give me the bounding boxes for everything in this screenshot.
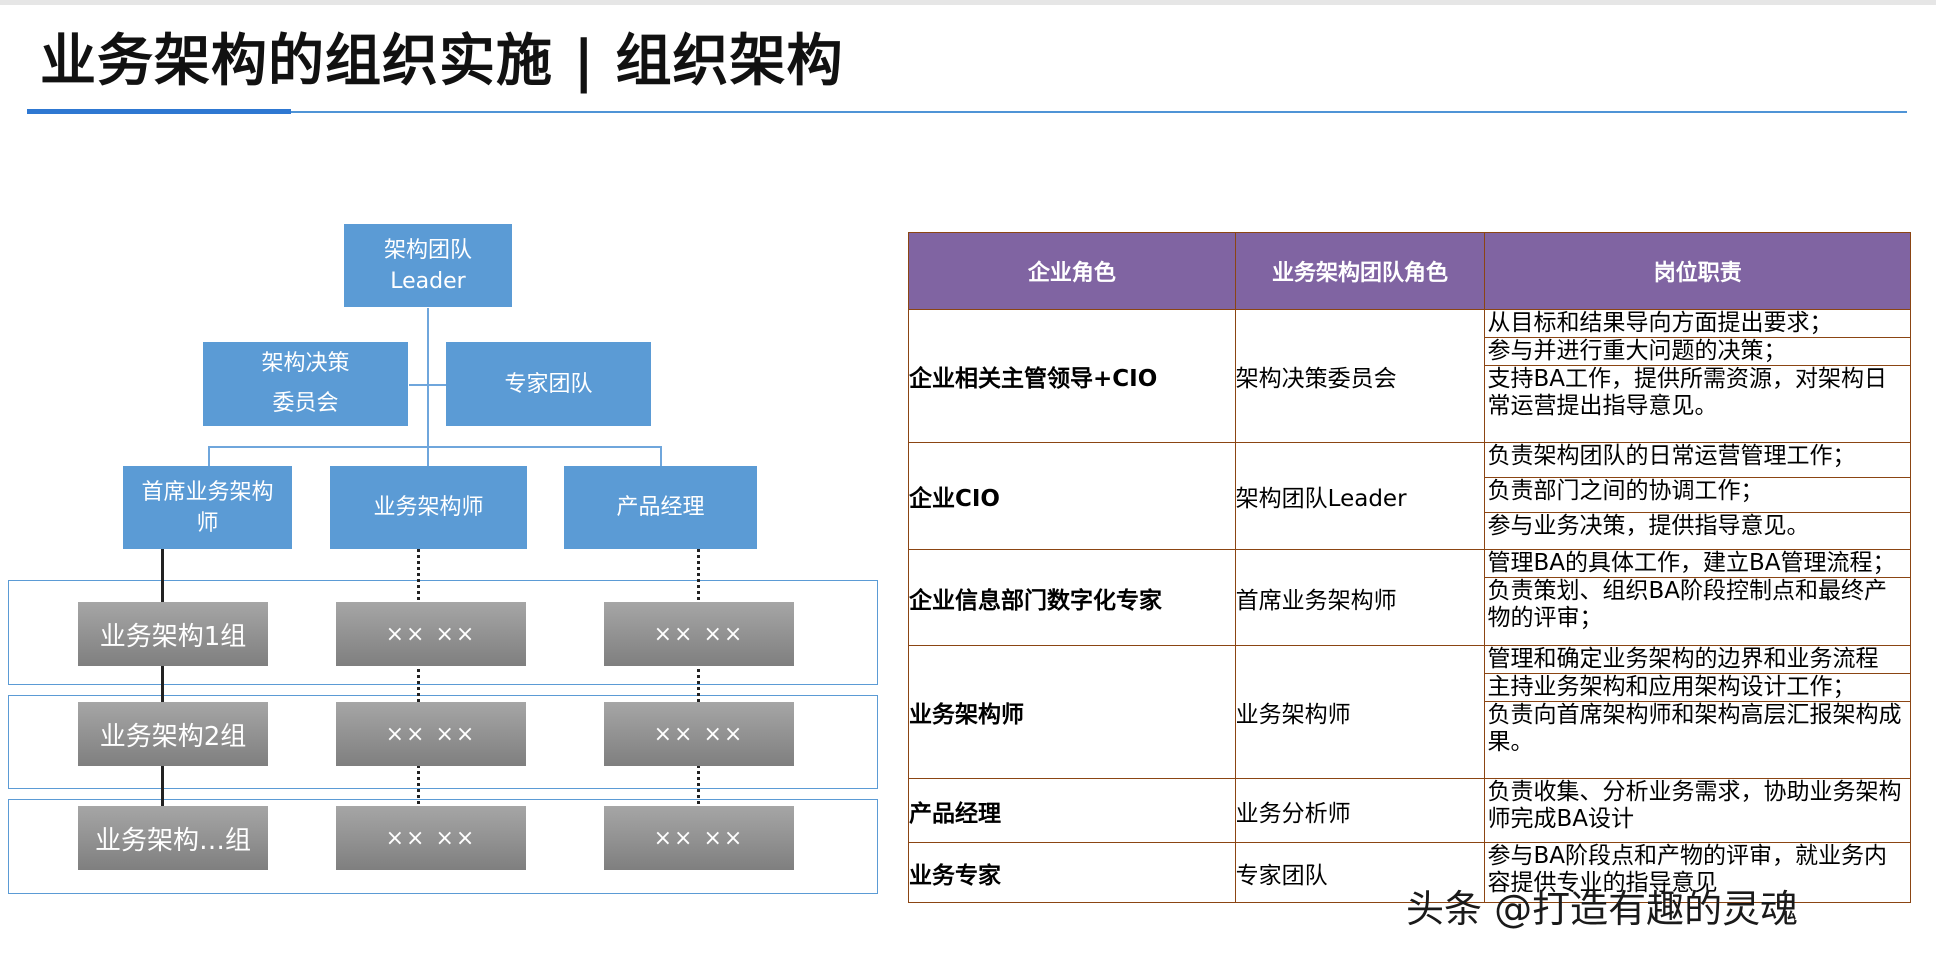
- table-row: 业务专家 专家团队 参与BA阶段点和产物的评审，就业务内容提供专业的指导意见: [908, 842, 1911, 903]
- page-title: 业务架构的组织实施 | 组织架构: [40, 29, 844, 94]
- group-2-cell-2: ×× ××: [336, 702, 526, 766]
- duty-item: 负责架构团队的日常运营管理工作；: [1485, 443, 1910, 478]
- group-2-name: 业务架构2组: [78, 702, 268, 766]
- cell-duties: 负责架构团队的日常运营管理工作； 负责部门之间的协调工作； 参与业务决策，提供指…: [1484, 442, 1911, 550]
- architect-label: 业务架构师: [373, 495, 484, 520]
- group-1-cell-2: ×× ××: [336, 602, 526, 666]
- duty-item: 负责收集、分析业务需求，协助业务架构师完成BA设计: [1487, 779, 1902, 832]
- watermark: 头条 @打造有趣的灵魂: [1406, 887, 1799, 931]
- cell-team: 业务分析师: [1234, 778, 1486, 843]
- table-row: 企业相关主管领导+CIO 架构决策委员会 从目标和结果导向方面提出要求； 参与并…: [908, 309, 1911, 443]
- cell-team: 首席业务架构师: [1234, 549, 1486, 646]
- connector-trunk: [427, 308, 429, 466]
- duty-item: 主持业务架构和应用架构设计工作；: [1485, 674, 1910, 702]
- table-row: 业务架构师 业务架构师 管理和确定业务架构的边界和业务流程 主持业务架构和应用架…: [908, 645, 1911, 779]
- cell-role: 产品经理: [908, 778, 1236, 843]
- cell-duties: 负责收集、分析业务需求，协助业务架构师完成BA设计: [1484, 778, 1911, 843]
- cell-team: 业务架构师: [1234, 645, 1486, 779]
- duty-item: 参与BA阶段点和产物的评审，就业务内容提供专业的指导意见: [1487, 843, 1887, 896]
- duty-item: 管理BA的具体工作，建立BA管理流程；: [1485, 550, 1910, 578]
- header-duties: 岗位职责: [1484, 232, 1911, 310]
- connector-team: [208, 446, 662, 448]
- group-1-cell-3: ×× ××: [604, 602, 794, 666]
- cell-duties: 管理和确定业务架构的边界和业务流程 主持业务架构和应用架构设计工作； 负责向首席…: [1484, 645, 1911, 779]
- cell-duties: 管理BA的具体工作，建立BA管理流程； 负责策划、组织BA阶段控制点和最终产物的…: [1484, 549, 1911, 646]
- pm-label: 产品经理: [616, 495, 705, 520]
- table-row: 企业信息部门数字化专家 首席业务架构师 管理BA的具体工作，建立BA管理流程； …: [908, 549, 1911, 646]
- committee-line-1: 架构决策: [261, 351, 350, 376]
- experts-label: 专家团队: [504, 371, 593, 397]
- pm-box: 产品经理: [564, 466, 757, 549]
- leader-box: 架构团队 Leader: [344, 224, 512, 307]
- cell-team: 专家团队: [1234, 842, 1486, 903]
- cell-role: 企业信息部门数字化专家: [908, 549, 1236, 646]
- cell-role: 业务架构师: [908, 645, 1236, 779]
- committee-line-2: 委员会: [272, 391, 339, 416]
- group-3-cell-3: ×× ××: [604, 806, 794, 870]
- duty-item: 管理和确定业务架构的边界和业务流程: [1485, 646, 1910, 674]
- header-enterprise-role: 企业角色: [908, 232, 1236, 310]
- cell-team: 架构决策委员会: [1234, 309, 1486, 443]
- cell-role: 企业CIO: [908, 442, 1236, 550]
- cell-duties: 从目标和结果导向方面提出要求； 参与并进行重大问题的决策； 支持BA工作，提供所…: [1484, 309, 1911, 443]
- connector-advisors: [409, 384, 446, 386]
- experts-box: 专家团队: [446, 342, 651, 426]
- title-rule: [27, 111, 1907, 113]
- group-3-cell-2: ×× ××: [336, 806, 526, 870]
- chief-line-2: 师: [196, 510, 219, 536]
- connector-pm: [660, 446, 662, 468]
- header-team-role: 业务架构团队角色: [1234, 232, 1486, 310]
- architect-box: 业务架构师: [330, 466, 527, 549]
- cell-duties: 参与BA阶段点和产物的评审，就业务内容提供专业的指导意见: [1484, 842, 1911, 903]
- group-1-name: 业务架构1组: [78, 602, 268, 666]
- chief-line-1: 首席业务架构: [141, 479, 274, 505]
- table-header-row: 企业角色 业务架构团队角色 岗位职责: [908, 232, 1911, 310]
- group-3-name: 业务架构…组: [78, 806, 268, 870]
- duty-item: 参与并进行重大问题的决策；: [1485, 338, 1910, 366]
- roles-table: 企业角色 业务架构团队角色 岗位职责 企业相关主管领导+CIO 架构决策委员会 …: [908, 232, 1911, 903]
- duty-item: 参与业务决策，提供指导意见。: [1487, 513, 1810, 539]
- cell-team: 架构团队Leader: [1234, 442, 1486, 550]
- committee-box: 架构决策委员会: [203, 342, 408, 426]
- duty-item: 支持BA工作，提供所需资源，对架构日常运营提出指导意见。: [1487, 366, 1887, 419]
- cell-role: 业务专家: [908, 842, 1236, 903]
- leader-line-2: Leader: [390, 268, 466, 294]
- duty-item: 从目标和结果导向方面提出要求；: [1485, 310, 1910, 338]
- table-row: 企业CIO 架构团队Leader 负责架构团队的日常运营管理工作； 负责部门之间…: [908, 442, 1911, 550]
- duty-item: 负责策划、组织BA阶段控制点和最终产物的评审；: [1487, 578, 1887, 631]
- duty-item: 负责部门之间的协调工作；: [1485, 478, 1910, 513]
- table-row: 产品经理 业务分析师 负责收集、分析业务需求，协助业务架构师完成BA设计: [908, 778, 1911, 843]
- cell-role: 企业相关主管领导+CIO: [908, 309, 1236, 443]
- top-bar: [0, 0, 1936, 5]
- duty-item: 负责向首席架构师和架构高层汇报架构成果。: [1487, 702, 1902, 755]
- connector-chief: [208, 446, 210, 468]
- title-rule-accent: [27, 109, 291, 114]
- group-2-cell-3: ×× ××: [604, 702, 794, 766]
- chief-architect-box: 首席业务架构师: [123, 466, 292, 549]
- leader-line-1: 架构团队: [383, 237, 472, 263]
